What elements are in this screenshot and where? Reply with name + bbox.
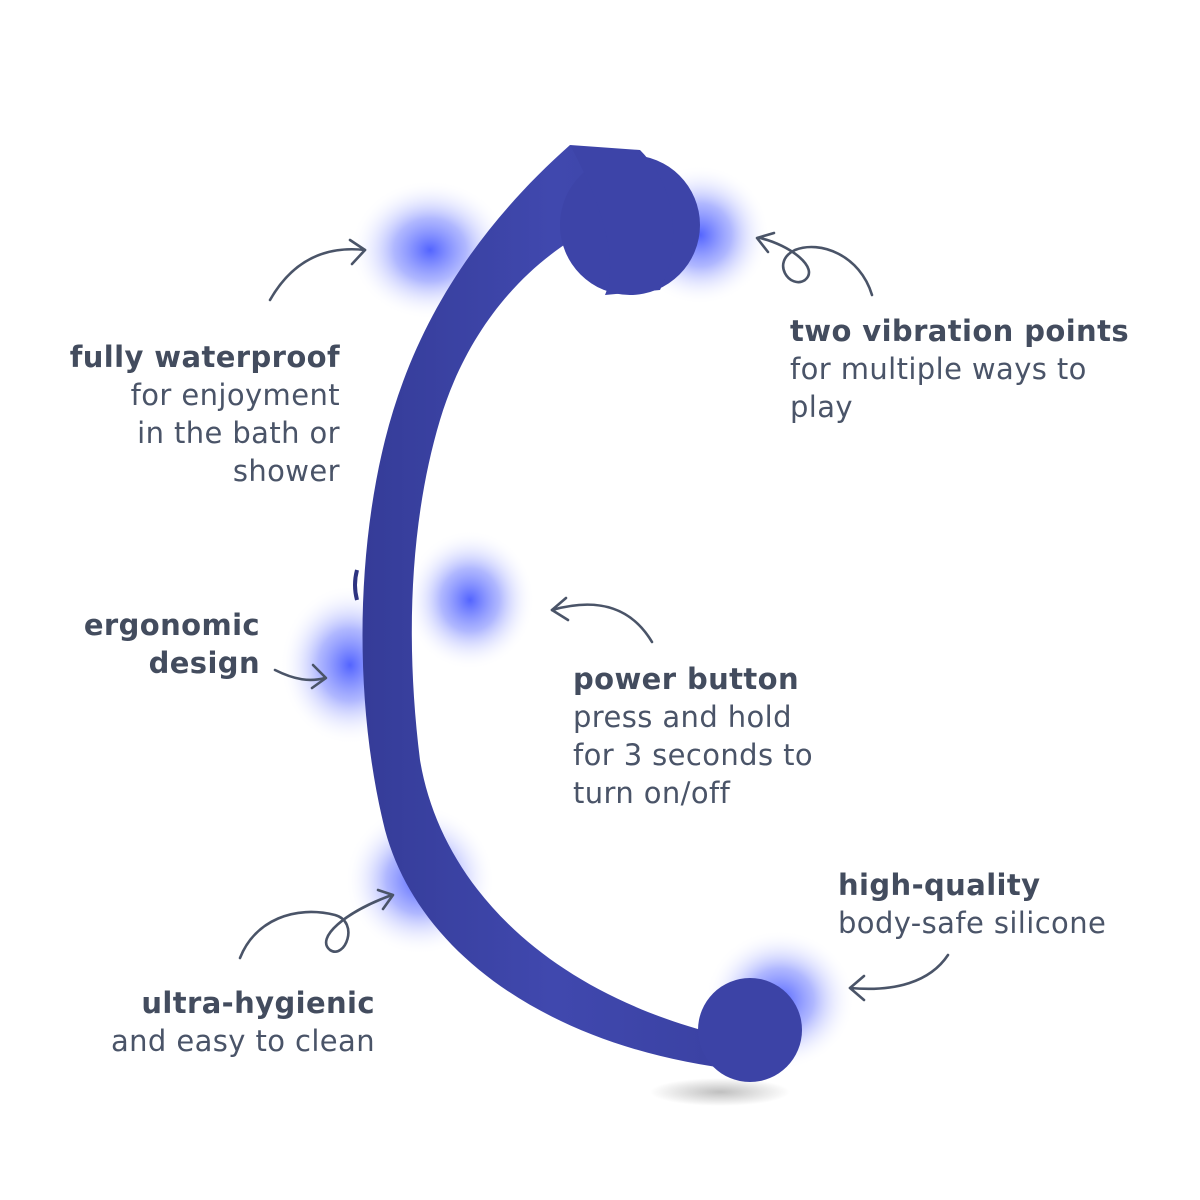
feature-title: two vibration points xyxy=(790,314,1130,348)
feature-vibration-points: two vibration points for multiple ways t… xyxy=(790,312,1150,426)
feature-description: body-safe silicone xyxy=(838,906,1107,940)
feature-waterproof: fully waterproof for enjoyment in the ba… xyxy=(60,338,340,490)
arrow-vibration xyxy=(755,231,874,297)
arrow-power xyxy=(550,596,654,644)
feature-title: ergonomic design xyxy=(83,608,260,680)
feature-description: press and hold for 3 seconds to turn on/… xyxy=(573,700,814,810)
arrow-quality xyxy=(848,953,950,1002)
feature-power-button: power button press and hold for 3 second… xyxy=(573,660,893,812)
bottom-head xyxy=(698,978,802,1082)
feature-title: high-quality xyxy=(838,868,1041,902)
arrow-hygienic xyxy=(238,888,395,960)
feature-description: for enjoyment in the bath or shower xyxy=(130,378,340,488)
product-shadow xyxy=(650,1078,790,1106)
feature-high-quality: high-quality body-safe silicone xyxy=(838,866,1178,942)
arrows xyxy=(238,231,950,1002)
feature-description: and easy to clean xyxy=(110,1024,375,1058)
feature-hygienic: ultra-hygienic and easy to clean xyxy=(60,984,375,1060)
feature-title: power button xyxy=(573,662,800,696)
feature-description: for multiple ways to play xyxy=(790,352,1087,424)
feature-title: ultra-hygienic xyxy=(141,986,375,1020)
top-neck xyxy=(570,145,674,295)
feature-title: fully waterproof xyxy=(69,340,340,374)
product-image xyxy=(353,145,802,1082)
arrow-waterproof xyxy=(268,238,367,302)
feature-ergonomic: ergonomic design xyxy=(40,606,260,682)
glow-power xyxy=(405,530,535,670)
power-button xyxy=(353,569,359,601)
arrow-ergonomic xyxy=(273,663,328,690)
